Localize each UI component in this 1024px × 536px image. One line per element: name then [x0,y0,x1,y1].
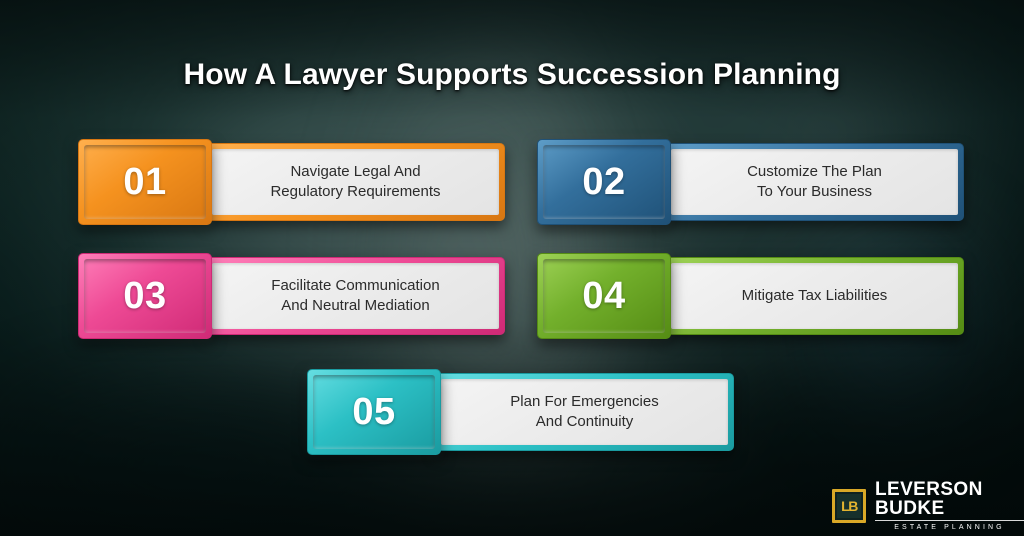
card-text-line2: And Continuity [535,413,634,430]
info-card-04: 04 Mitigate Tax Liabilities [537,253,964,339]
logo-monogram-letters: LB [837,493,861,518]
info-card-05: 05 Plan For Emergencies And Continuity [307,369,734,455]
text-panel-04: Mitigate Tax Liabilities [665,257,964,335]
number-label: 01 [123,161,167,203]
info-card-02: 02 Customize The Plan To Your Business [537,139,964,225]
text-panel-03: Facilitate Communication And Neutral Med… [206,257,505,335]
number-badge-04: 04 [537,253,671,339]
card-text-line1: Mitigate Tax Liabilities [741,287,888,305]
info-card-01: 01 Navigate Legal And Regulatory Require… [78,139,505,225]
card-text-line1: Navigate Legal And [290,163,421,181]
text-panel-05: Plan For Emergencies And Continuity [435,373,734,451]
text-panel-inner: Plan For Emergencies And Continuity [441,379,728,445]
number-label: 04 [582,275,626,317]
card-text-line1: Customize The Plan [747,163,882,181]
brand-logo[interactable]: LB LEVERSON BUDKE ESTATE PLANNING [832,480,1024,531]
card-text: Plan For Emergencies And Continuity [500,392,668,432]
info-card-03: 03 Facilitate Communication And Neutral … [78,253,505,339]
card-text: Navigate Legal And Regulatory Requiremen… [260,162,450,202]
number-label: 02 [582,161,626,203]
logo-monogram-frame: LB [835,491,863,520]
number-badge-02: 02 [537,139,671,225]
logo-wordmark: LEVERSON BUDKE ESTATE PLANNING [875,480,1024,531]
page-title: How A Lawyer Supports Succession Plannin… [183,58,841,91]
card-text: Customize The Plan To Your Business [737,162,892,202]
card-text-line1: Plan For Emergencies [510,393,659,411]
text-panel-01: Navigate Legal And Regulatory Requiremen… [206,143,505,221]
number-badge-01: 01 [78,139,212,225]
card-text-line2: Regulatory Requirements [270,183,441,200]
card-text-line1: Facilitate Communication [271,277,440,295]
number-badge-05: 05 [307,369,441,455]
card-text: Facilitate Communication And Neutral Med… [261,276,449,316]
text-panel-inner: Navigate Legal And Regulatory Requiremen… [212,149,499,215]
text-panel-inner: Customize The Plan To Your Business [671,149,958,215]
card-text-line2: To Your Business [756,183,873,200]
logo-monogram-icon: LB [832,488,866,523]
logo-company-name: LEVERSON BUDKE [875,480,1024,521]
number-badge-03: 03 [78,253,212,339]
text-panel-inner: Facilitate Communication And Neutral Med… [212,263,499,329]
logo-tagline: ESTATE PLANNING [894,524,1005,531]
card-text-line2: And Neutral Mediation [281,297,430,314]
text-panel-inner: Mitigate Tax Liabilities [671,263,958,329]
text-panel-02: Customize The Plan To Your Business [665,143,964,221]
number-label: 03 [123,275,167,317]
card-text: Mitigate Tax Liabilities [732,286,898,306]
number-label: 05 [352,391,396,433]
